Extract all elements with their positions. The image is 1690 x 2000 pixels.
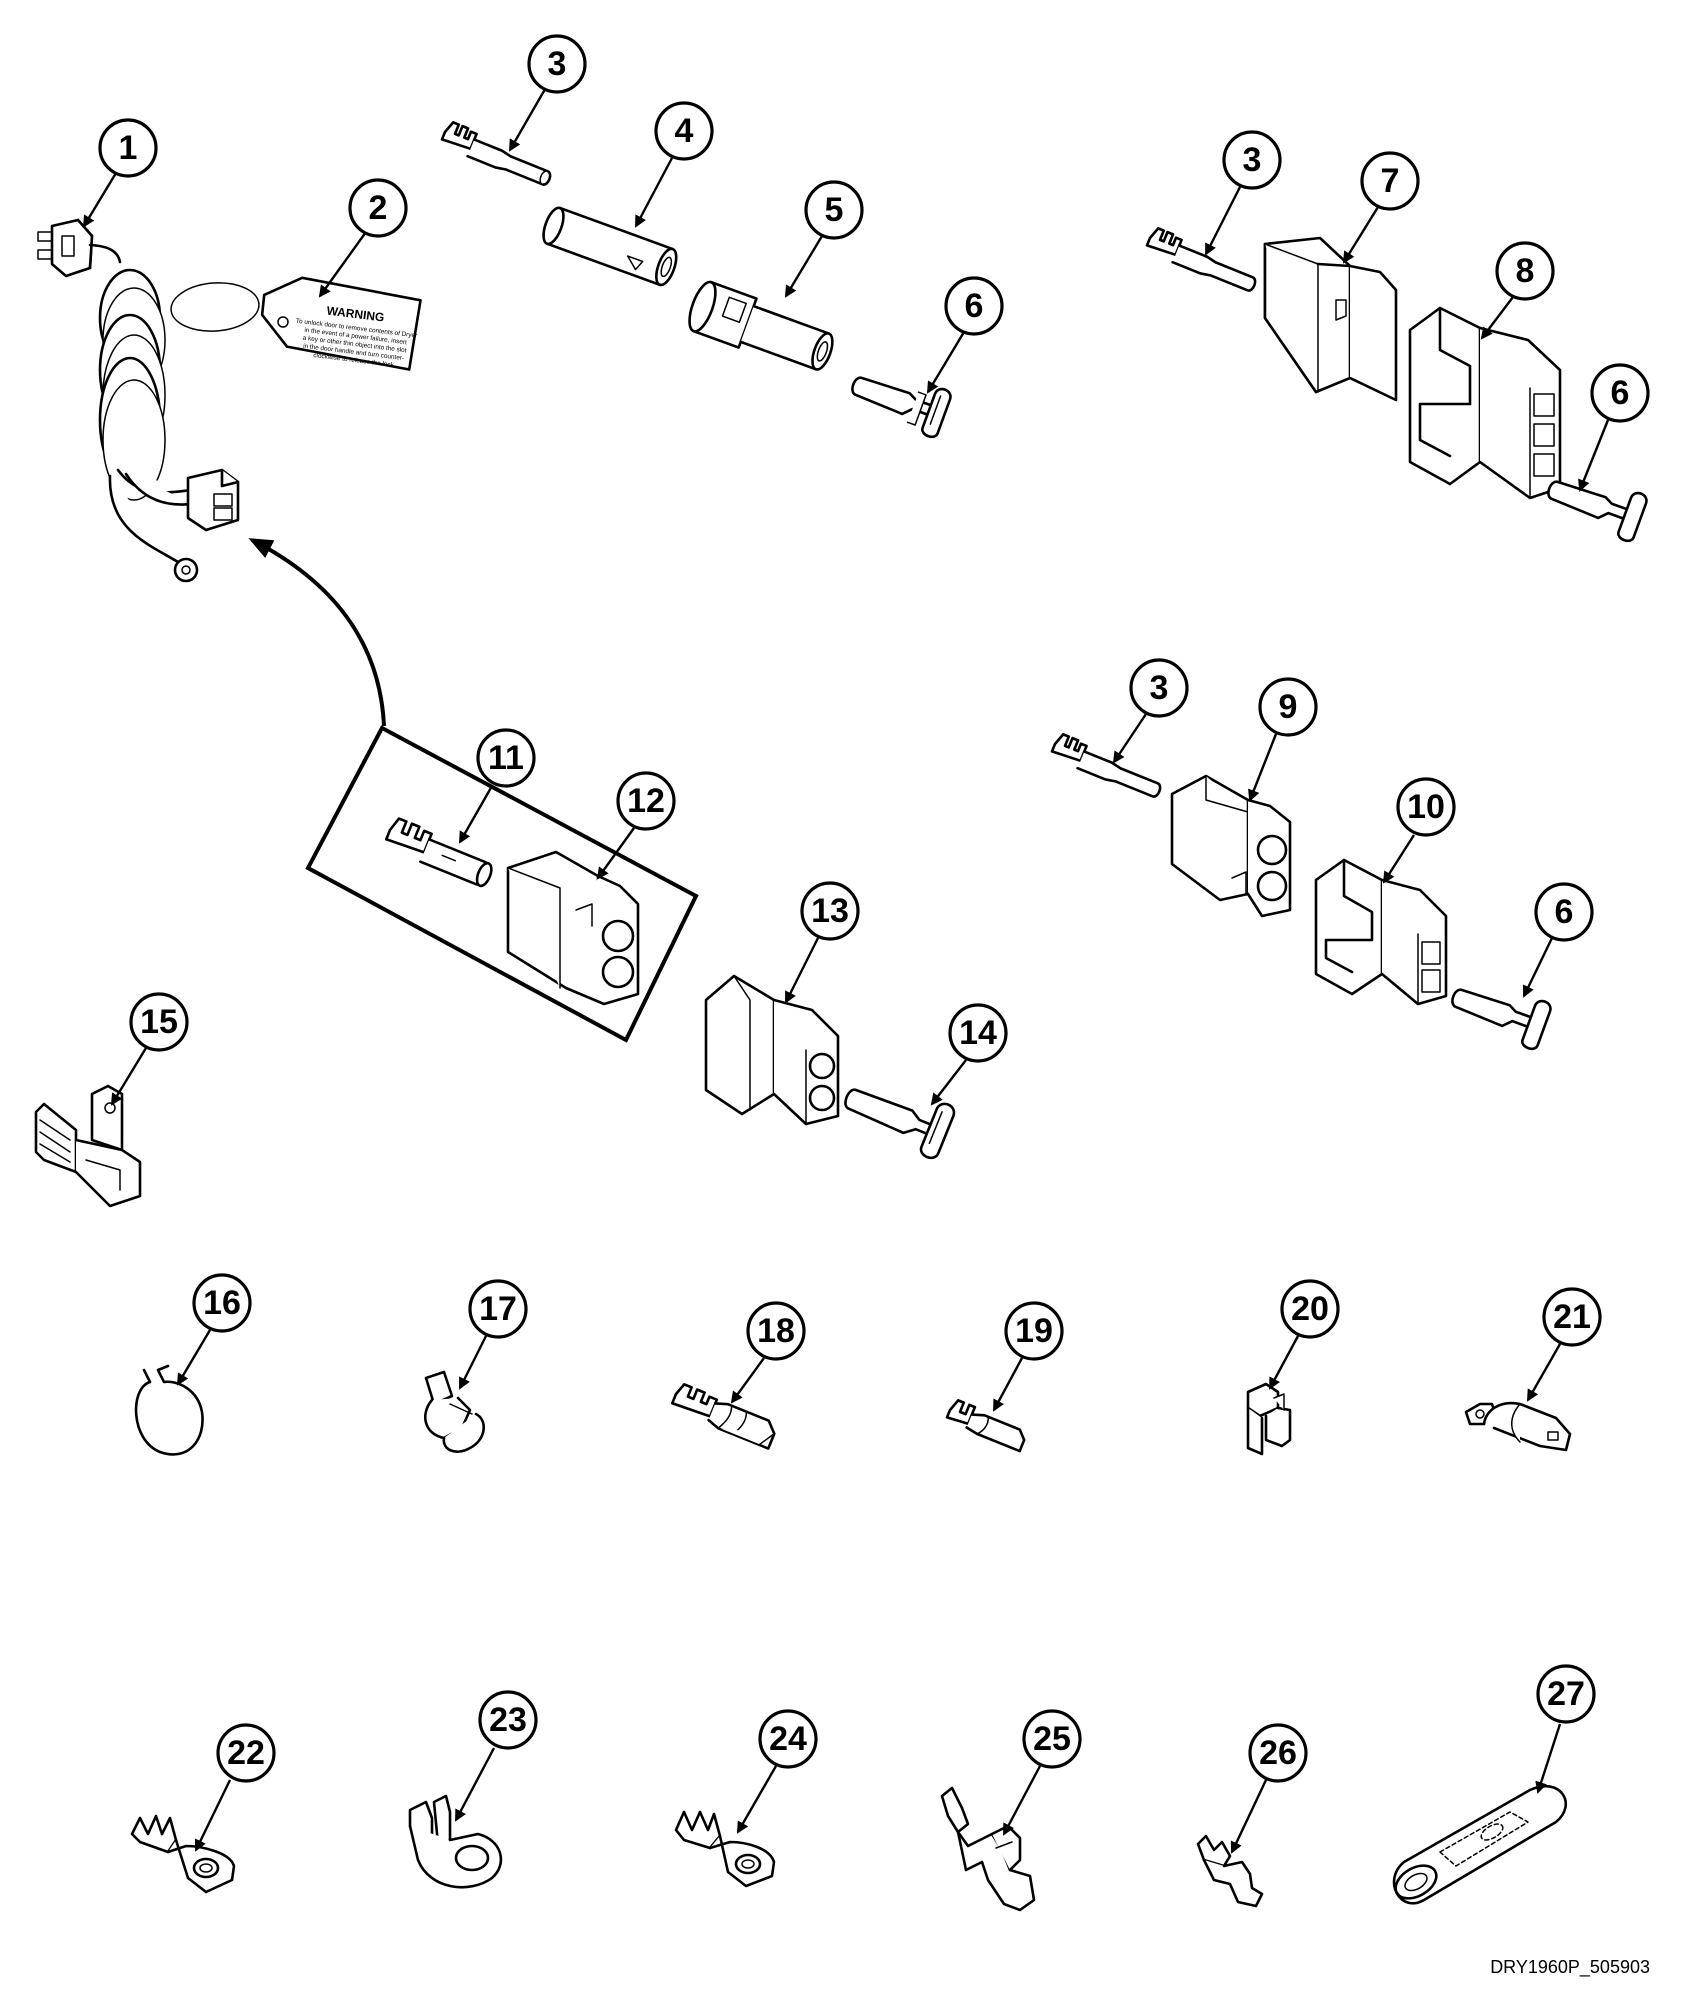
flag-terminal	[1246, 1382, 1292, 1456]
callout-2-label: 2	[369, 189, 388, 227]
callout-23: 23	[478, 1690, 538, 1750]
callout-20: 20	[1280, 1279, 1340, 1339]
warning-tag: WARNING To unlock door to remove content…	[170, 276, 422, 371]
socket-terminal	[1547, 480, 1648, 543]
callout-26: 26	[1248, 1723, 1308, 1783]
callout-3-label: 3	[548, 45, 567, 83]
pin-terminal	[440, 121, 552, 186]
callout-15-label: 15	[140, 1003, 178, 1041]
callout-8-label: 8	[1516, 252, 1535, 290]
callout-14-label: 14	[959, 1014, 997, 1052]
callout-16-label: 16	[203, 1284, 241, 1322]
terminal-block-clip	[34, 1084, 142, 1208]
wire-clip-ring	[134, 1364, 204, 1456]
callout-15: 15	[129, 992, 189, 1052]
ring-terminal-crimp	[130, 1814, 236, 1894]
callout-1-label: 1	[119, 129, 138, 167]
callout-3: 3	[527, 34, 587, 94]
callout-6-label: 6	[1611, 374, 1630, 412]
kit-two-pin-connector-housing	[506, 850, 640, 1006]
callout-19-label: 19	[1015, 1312, 1053, 1350]
heavy-duty-terminal	[844, 1088, 956, 1160]
callout-10: 10	[1396, 777, 1456, 837]
drawing-code-label: DRY1960P_505903	[1490, 1957, 1650, 1977]
socket-terminal	[1451, 988, 1552, 1051]
service-kit-box	[248, 538, 699, 1043]
callout-3: 3	[1129, 658, 1189, 718]
callout-4: 4	[654, 101, 714, 161]
callout-19: 19	[1004, 1301, 1064, 1361]
callout-16: 16	[192, 1273, 252, 1333]
callout-25-label: 25	[1033, 1720, 1071, 1758]
callout-5: 5	[804, 180, 864, 240]
callout-6: 6	[1590, 363, 1650, 423]
piggyback-terminal	[940, 1786, 1036, 1912]
callout-4-label: 4	[675, 112, 694, 150]
callout-24: 24	[758, 1709, 818, 1769]
insulated-spade-terminal	[1464, 1401, 1572, 1452]
callout-10-label: 10	[1407, 788, 1445, 826]
callout-3: 3	[1222, 130, 1282, 190]
callout-5-label: 5	[825, 191, 844, 229]
two-pin-connector-receptacle	[1314, 858, 1448, 1006]
callout-21: 21	[1542, 1287, 1602, 1347]
socket-terminal	[851, 376, 952, 439]
callout-9: 9	[1258, 677, 1318, 737]
two-pin-connector-plug	[704, 974, 840, 1126]
callout-22: 22	[216, 1723, 276, 1783]
callout-12: 12	[616, 771, 676, 831]
callout-27-label: 27	[1547, 1675, 1585, 1713]
pin-terminal	[1050, 733, 1162, 798]
three-pin-connector-receptacle	[1408, 306, 1562, 500]
callout-6: 6	[944, 276, 1004, 336]
callout-3-label: 3	[1150, 669, 1169, 707]
clamp-terminal	[423, 1370, 485, 1453]
three-pin-connector-housing	[1263, 236, 1398, 402]
callout-6-label: 6	[965, 287, 984, 325]
callout-27: 27	[1536, 1664, 1596, 1724]
callout-17: 17	[468, 1279, 528, 1339]
callout-20-label: 20	[1291, 1290, 1329, 1328]
callout-22-label: 22	[227, 1734, 265, 1772]
callout-21-label: 21	[1553, 1298, 1591, 1336]
callout-25: 25	[1022, 1709, 1082, 1769]
callout-8: 8	[1495, 241, 1555, 301]
tube-housing	[542, 206, 678, 287]
callout-11-label: 11	[488, 739, 524, 777]
leader-lines	[82, 83, 1610, 1854]
heat-shrink-butt-splice	[1392, 1784, 1568, 1905]
callout-17-label: 17	[479, 1290, 517, 1328]
callout-11: 11	[476, 728, 536, 788]
two-pin-connector-housing	[1170, 774, 1292, 918]
kit-socket-terminal	[384, 817, 493, 888]
callout-1: 1	[98, 118, 158, 178]
callout-26-label: 26	[1259, 1734, 1297, 1772]
callout-6-label: 6	[1555, 893, 1574, 931]
callout-2: 2	[348, 178, 408, 238]
callout-13: 13	[800, 881, 860, 941]
small-spade-terminal	[1196, 1834, 1264, 1908]
callout-7: 7	[1360, 151, 1420, 211]
callout-12-label: 12	[627, 782, 665, 820]
large-ring-terminal	[408, 1794, 503, 1889]
callout-9-label: 9	[1279, 688, 1298, 726]
callout-7-label: 7	[1381, 162, 1400, 200]
callout-13-label: 13	[811, 892, 849, 930]
female-quick-disconnect	[670, 1383, 776, 1450]
callout-6: 6	[1534, 882, 1594, 942]
callout-18-label: 18	[757, 1312, 795, 1350]
ring-terminal-small	[674, 1810, 776, 1888]
callout-18: 18	[746, 1301, 806, 1361]
pin-terminal	[1145, 227, 1257, 292]
power-cord-assembly	[37, 218, 240, 583]
insulated-connector	[688, 280, 834, 371]
callout-14: 14	[948, 1003, 1008, 1063]
small-female-quick-disconnect	[945, 1399, 1026, 1453]
callout-3-label: 3	[1243, 141, 1262, 179]
callout-24-label: 24	[769, 1720, 807, 1758]
callout-23-label: 23	[489, 1701, 527, 1739]
